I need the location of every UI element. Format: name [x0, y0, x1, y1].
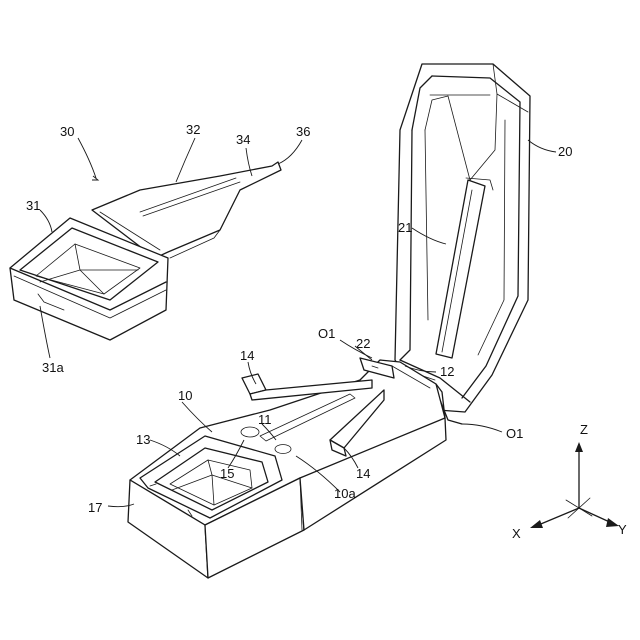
label-31: 31 — [26, 198, 40, 213]
lid-20 — [395, 64, 530, 424]
label-30: 30 — [60, 124, 74, 139]
base-10 — [128, 358, 446, 578]
axis-z-label: Z — [580, 422, 588, 437]
label-31a: 31a — [42, 360, 64, 375]
label-36: 36 — [296, 124, 310, 139]
label-20: 20 — [558, 144, 572, 159]
label-O1-lower: O1 — [506, 426, 523, 441]
label-10a: 10a — [334, 486, 356, 501]
label-13: 13 — [136, 432, 150, 447]
axis-y-label: Y — [618, 522, 627, 537]
label-O1-upper: O1 — [318, 326, 335, 341]
label-14-upper: 14 — [240, 348, 254, 363]
label-15: 15 — [220, 466, 234, 481]
label-32: 32 — [186, 122, 200, 137]
axis-triad: Z X Y — [512, 422, 627, 541]
label-12: 12 — [440, 364, 454, 379]
label-10: 10 — [178, 388, 192, 403]
case-30 — [10, 162, 281, 340]
label-11: 11 — [258, 412, 272, 427]
label-21: 21 — [398, 220, 412, 235]
label-14-lower: 14 — [356, 466, 370, 481]
axis-x-label: X — [512, 526, 521, 541]
label-22: 22 — [356, 336, 370, 351]
label-17: 17 — [88, 500, 102, 515]
label-34: 34 — [236, 132, 250, 147]
